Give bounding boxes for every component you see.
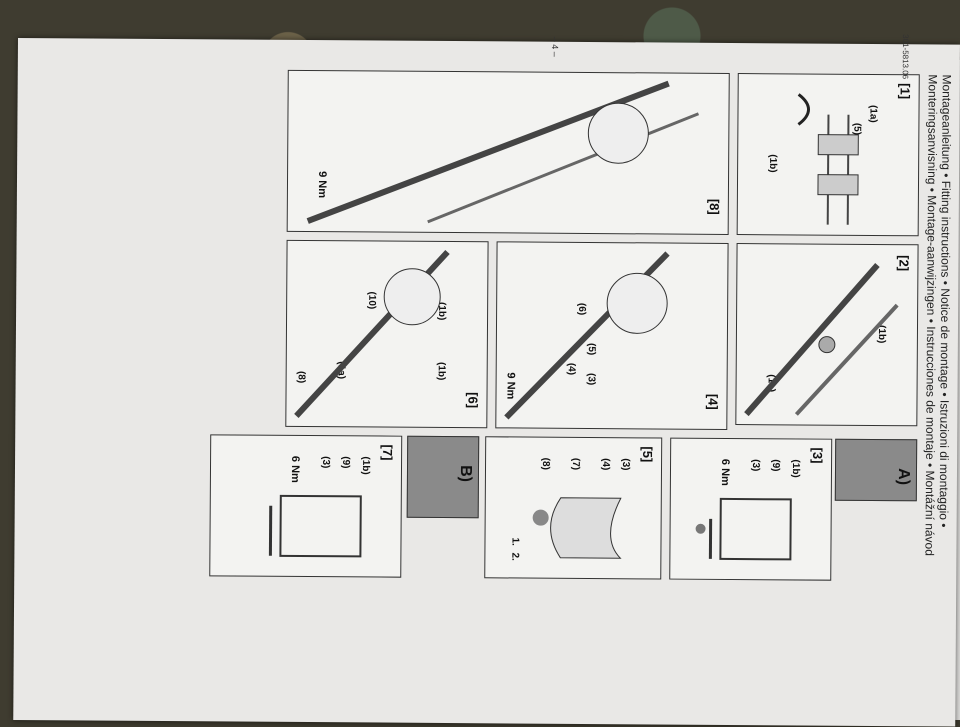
carrier-frame-illustration	[736, 244, 917, 425]
panel-6: [6] (1b) (1b) (10) (1a) (8)	[285, 240, 488, 428]
panel-4: [4] (3) (4) (5) (6) 9 Nm	[495, 241, 728, 430]
carrier-frame-illustration	[288, 71, 729, 234]
panel-3: [3] (1b) (9) (3) 6 Nm	[669, 438, 832, 581]
instruction-sheet: Montageanleitung • Fitting instructions …	[13, 38, 960, 727]
inset-label: B)	[456, 465, 474, 482]
panel-8: [8] 9 Nm	[287, 70, 730, 235]
rotated-sheet-content: Montageanleitung • Fitting instructions …	[13, 38, 960, 727]
panel-2: [2] (1b) (1a)	[735, 243, 918, 426]
page-number: – 4 –	[550, 37, 560, 57]
carrier-frame-illustration	[496, 242, 727, 429]
carrier-frame-illustration	[286, 241, 487, 427]
page-header: Montageanleitung • Fitting instructions …	[922, 74, 953, 556]
profile-inset-b: B)	[407, 436, 480, 519]
document-number: 301-5813.06	[901, 34, 910, 79]
profile-inset-a: A)	[835, 439, 917, 502]
inset-label: A)	[894, 468, 912, 485]
panel-5: [5] (3) (4) (7) (8) 1. 2.	[484, 436, 662, 579]
panel-1: [1] (1a) (5) (1b)	[737, 73, 920, 236]
bolt-assembly-illustration	[210, 435, 401, 576]
bolt-assembly-illustration	[670, 439, 831, 580]
panel-7: [7] (1b) (9) (3) 6 Nm	[209, 434, 402, 577]
clamp-assembly-illustration	[485, 437, 661, 578]
roof-rail-illustration	[738, 74, 919, 235]
